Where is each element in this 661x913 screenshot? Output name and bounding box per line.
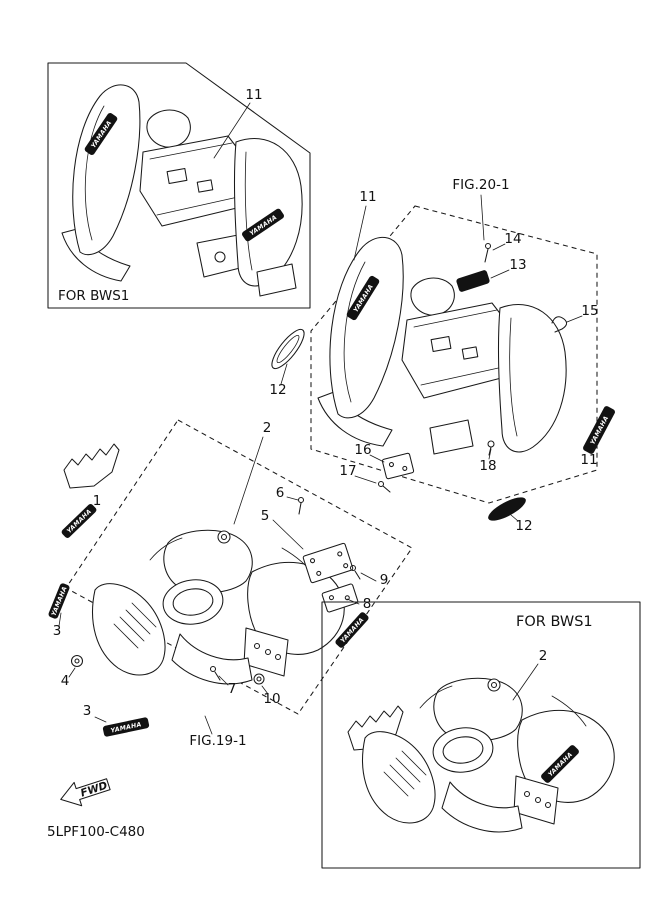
callout-11: 11 bbox=[245, 87, 262, 103]
callout-10: 10 bbox=[263, 691, 280, 707]
leader-line bbox=[280, 363, 288, 385]
inset-bottom-right-border bbox=[321, 601, 641, 869]
leader-line bbox=[94, 716, 107, 723]
fig19-label: FIG.19-1 bbox=[189, 733, 246, 749]
oval-emblem-dark bbox=[488, 497, 526, 521]
callout-1: 1 bbox=[93, 493, 102, 509]
callout-16: 16 bbox=[354, 442, 371, 458]
leader-line bbox=[490, 269, 510, 279]
leader-line bbox=[85, 509, 97, 518]
leader-line bbox=[566, 315, 583, 323]
screw-icon bbox=[209, 665, 221, 681]
callout-4: 4 bbox=[61, 673, 70, 689]
leader-line bbox=[510, 514, 519, 522]
bracket bbox=[381, 452, 415, 480]
fig20-label: FIG.20-1 bbox=[452, 177, 509, 193]
leader-line bbox=[353, 205, 367, 261]
leader-line bbox=[68, 667, 76, 678]
leader-line bbox=[360, 572, 377, 582]
mounting-plate bbox=[302, 542, 354, 584]
callout-11: 11 bbox=[580, 452, 597, 468]
callout-7: 7 bbox=[228, 681, 237, 697]
leader-line bbox=[369, 454, 385, 463]
leader-line bbox=[261, 685, 269, 695]
front-fender-assembly-bws1: YAMAHA bbox=[347, 677, 615, 833]
screw-icon bbox=[349, 564, 361, 580]
inset-bottom-right: FOR BWS1 YAMAHA 2 bbox=[321, 601, 641, 869]
callout-11: 11 bbox=[359, 189, 376, 205]
callout-15: 15 bbox=[581, 303, 598, 319]
fig20-boundary bbox=[310, 205, 598, 504]
front-fender-assembly: YAMAHA bbox=[48, 443, 369, 737]
decal-text: YAMAHA bbox=[66, 508, 93, 535]
callout-8: 8 bbox=[363, 596, 372, 612]
leader-line bbox=[354, 475, 377, 484]
drawing-number: 5LPF100-C480 bbox=[47, 824, 145, 840]
leader-line bbox=[213, 102, 251, 159]
leader-line bbox=[286, 496, 299, 501]
callout-12: 12 bbox=[269, 382, 286, 398]
callout-5: 5 bbox=[261, 508, 270, 524]
callout-9: 9 bbox=[380, 572, 389, 588]
rear-fender-assembly: YAMAHA bbox=[317, 236, 568, 493]
yamaha-stripe-decal: YAMAHA bbox=[583, 406, 615, 454]
emblem-plate bbox=[456, 270, 490, 292]
fig19-boundary bbox=[65, 419, 413, 715]
inset-top-left: YAMAHA YAMAHA 11 FOR BWS1 bbox=[47, 62, 311, 309]
headlight-pod bbox=[432, 727, 494, 773]
callout-3: 3 bbox=[83, 703, 92, 719]
screw-icon bbox=[377, 480, 391, 493]
leader-line bbox=[488, 448, 492, 460]
callout-2: 2 bbox=[263, 420, 272, 436]
headlight-pod bbox=[162, 579, 224, 625]
leader-line bbox=[218, 675, 229, 686]
leader-line bbox=[492, 243, 506, 251]
decal-text: YAMAHA bbox=[339, 616, 365, 644]
fwd-label: FWD bbox=[79, 780, 109, 800]
callout-18: 18 bbox=[479, 458, 496, 474]
yamaha-stripe-decal: YAMAHA bbox=[48, 583, 70, 619]
callout-12: 12 bbox=[515, 518, 532, 534]
fwd-arrow-icon: FWD bbox=[60, 778, 111, 807]
leader-line bbox=[233, 436, 264, 525]
leader-line bbox=[480, 194, 485, 241]
grommet-icon bbox=[70, 654, 84, 668]
inset-top-left-border bbox=[47, 62, 311, 309]
mounting-plate bbox=[321, 583, 359, 613]
callout-17: 17 bbox=[339, 463, 356, 479]
leader-line bbox=[512, 663, 539, 701]
screw-icon bbox=[297, 496, 305, 515]
yamaha-stripe-decal: YAMAHA bbox=[102, 717, 150, 737]
callout-3: 3 bbox=[53, 623, 62, 639]
hook-icon bbox=[551, 316, 568, 333]
rear-fender-assembly-bws1: YAMAHA YAMAHA bbox=[61, 84, 303, 297]
inset-bottom-right-label: FOR BWS1 bbox=[516, 614, 593, 630]
leader-line bbox=[590, 443, 599, 454]
screw-icon bbox=[484, 242, 492, 263]
grommet-icon bbox=[253, 673, 265, 685]
leader-line bbox=[58, 612, 62, 627]
callout-13: 13 bbox=[509, 257, 526, 273]
leader-line bbox=[272, 519, 304, 550]
callout-2: 2 bbox=[539, 648, 548, 664]
figure-20-1: FIG.20-1 YAMAHA bbox=[269, 177, 615, 534]
leader-line bbox=[204, 715, 213, 735]
fwd-arrow-shape bbox=[60, 778, 111, 807]
callout-14: 14 bbox=[504, 231, 521, 247]
bolt-icon bbox=[487, 440, 495, 456]
callout-6: 6 bbox=[276, 485, 285, 501]
oval-emblem bbox=[271, 328, 305, 370]
inset-top-left-label: FOR BWS1 bbox=[58, 288, 129, 304]
figure-19-1: YAMAHA bbox=[48, 419, 413, 749]
